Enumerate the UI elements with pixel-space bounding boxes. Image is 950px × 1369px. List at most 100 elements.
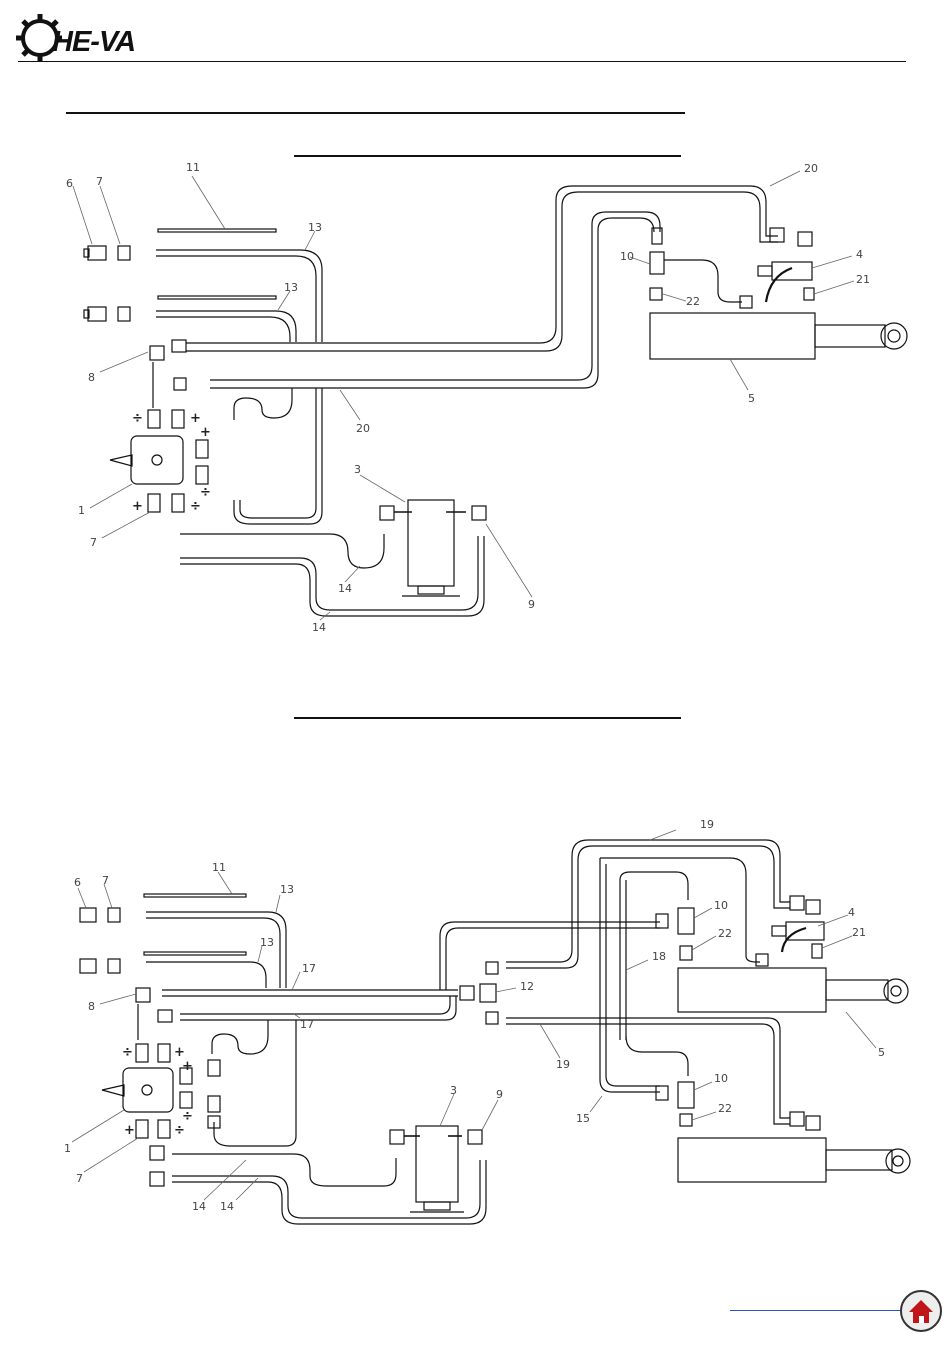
- fitting-elbow-20: [770, 228, 784, 242]
- leader-lines-1: [73, 171, 854, 620]
- cable-tie-11b: [158, 296, 276, 299]
- cylinder-5-upper-rod: [826, 980, 888, 1000]
- elbow-9: [472, 506, 486, 520]
- adapter-7-c: [108, 959, 120, 973]
- hose-loop-top: [234, 388, 292, 420]
- label2-10a: 10: [714, 899, 728, 912]
- coupling-6-c: [80, 959, 96, 973]
- tank-3-base: [418, 586, 444, 594]
- label-4: 4: [856, 248, 863, 261]
- control-lever-b: [102, 1085, 124, 1096]
- elbow-upper-b: [806, 900, 820, 914]
- label2-17a: 17: [302, 962, 316, 975]
- elbow-tank-b-left: [390, 1130, 404, 1144]
- elbow-b-d: [150, 1172, 164, 1186]
- hose-14-b-upper: [172, 1154, 396, 1186]
- cylinder-5-upper: [678, 968, 826, 1012]
- valve-4-b: [786, 922, 824, 940]
- label-20a: 20: [804, 162, 818, 175]
- hose-valve-link: [664, 260, 742, 302]
- sym2-e: +: [124, 1123, 135, 1138]
- adapter-7-b: [108, 908, 120, 922]
- label2-4: 4: [848, 906, 855, 919]
- label2-22a: 22: [718, 927, 732, 940]
- hose-loop-long-b: [240, 388, 316, 518]
- cable-tie-11-b: [144, 894, 246, 897]
- hose-14-upper: [180, 534, 384, 568]
- label2-11: 11: [212, 861, 226, 874]
- home-button[interactable]: [900, 1290, 942, 1332]
- control-block-1-b: [123, 1068, 173, 1112]
- label-1: 1: [78, 504, 85, 517]
- footer-link-rule: [730, 1310, 900, 1311]
- label2-17b: 17: [300, 1018, 314, 1031]
- elbow-19-lower: [790, 1112, 804, 1126]
- hose-19-upper-2: [506, 846, 790, 968]
- elbow-b-a: [208, 1060, 220, 1076]
- tank-3-b: [416, 1126, 458, 1202]
- elbow-9-b: [468, 1130, 482, 1144]
- label2-21: 21: [852, 926, 866, 939]
- elbow-lower-b: [806, 1116, 820, 1130]
- coupling-6-b: [80, 908, 96, 922]
- elbow-b-b: [208, 1096, 220, 1112]
- label-22: 22: [686, 295, 700, 308]
- hose-13-b-upper: [146, 912, 286, 988]
- hose-loop-top-b: [212, 1020, 268, 1054]
- port-fitting-e: [148, 494, 160, 512]
- port-b-a: [136, 1044, 148, 1062]
- port-fitting-d: [196, 466, 208, 484]
- home-icon: [902, 1292, 940, 1330]
- sym2-b: +: [174, 1045, 185, 1060]
- label2-15: 15: [576, 1112, 590, 1125]
- sym2-c: +: [182, 1059, 193, 1074]
- cable-tie-11: [158, 229, 276, 232]
- cylinder-5-upper-hole: [891, 986, 901, 996]
- elbow-b-e: [150, 1146, 164, 1160]
- label-6: 6: [66, 177, 73, 190]
- label2-19b: 19: [556, 1058, 570, 1071]
- nut-12: [460, 986, 474, 1000]
- hose-lower-tee: [626, 1036, 688, 1076]
- fitting-elbow-c: [174, 378, 186, 390]
- fitting-nut-c: [656, 1086, 668, 1100]
- cylinder-5-eye-hole: [888, 330, 900, 342]
- port-fitting-b: [172, 410, 184, 428]
- hose-13-lower-b: [156, 317, 290, 342]
- label2-5: 5: [878, 1046, 885, 1059]
- hose-15-2: [606, 864, 660, 1086]
- hose-loop-long-b2: [214, 1020, 296, 1146]
- tee-10: [650, 252, 664, 274]
- tee-10-upper: [678, 908, 694, 934]
- hose-20-upper-b: [186, 192, 778, 351]
- label-13a: 13: [308, 221, 322, 234]
- tank-3-b-base: [424, 1202, 450, 1210]
- port-fitting-a: [148, 410, 160, 428]
- label-14a: 14: [338, 582, 352, 595]
- label2-14a: 14: [192, 1200, 206, 1213]
- label-10: 10: [620, 250, 634, 263]
- control-pivot-b: [142, 1085, 152, 1095]
- hose-14-lower: [180, 536, 478, 610]
- hose-13-b-lower: [146, 962, 266, 988]
- cylinder-5: [650, 313, 815, 359]
- label2-3: 3: [450, 1084, 457, 1097]
- fitting-nut-a: [656, 914, 668, 928]
- hydraulic-diagram-1: [73, 171, 907, 620]
- sym-a: ÷: [132, 411, 143, 426]
- sym-b: +: [190, 411, 201, 426]
- tee-12: [480, 984, 496, 1002]
- label2-1: 1: [64, 1142, 71, 1155]
- valve-4-b-knob: [772, 926, 786, 936]
- elbow-19-upper: [790, 896, 804, 910]
- cylinder-5-lower-rod: [826, 1150, 892, 1170]
- fitting-8-nut: [172, 340, 186, 352]
- tank-3: [408, 500, 454, 586]
- elbow-12-bottom: [486, 1012, 498, 1024]
- sym-e: +: [132, 499, 143, 514]
- hose-14-lower-b: [180, 536, 484, 616]
- adapter-7: [118, 246, 130, 321]
- label-7b: 7: [90, 536, 97, 549]
- sym2-a: ÷: [122, 1045, 133, 1060]
